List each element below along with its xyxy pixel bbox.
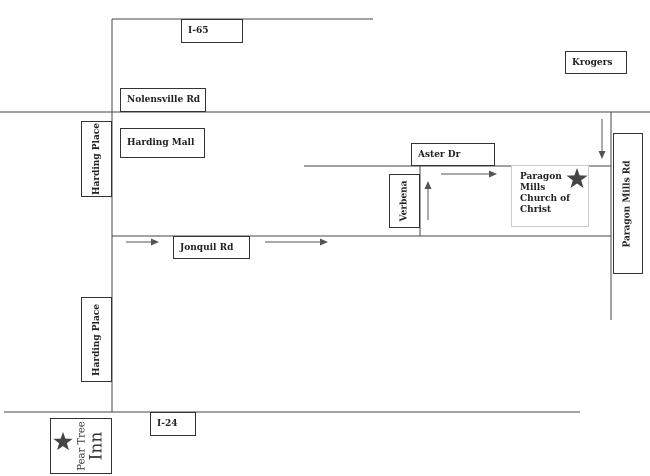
star-icon [566,168,588,188]
verbena-label: Verbena [389,174,420,228]
paragon-mills-rd-label: Paragon Mills Rd [613,133,643,274]
inn-name-line2: Inn [86,431,107,461]
harding-place-label-top: Harding Place [81,121,112,197]
jonquil-rd-label: Jonquil Rd [173,236,250,259]
pear-tree-inn: Pear Tree Inn [50,418,112,474]
i24-label: I-24 [150,412,196,436]
nolensville-rd-label: Nolensville Rd [120,88,206,112]
harding-place-label-bottom: Harding Place [81,297,112,382]
harding-mall-label: Harding Mall [120,128,205,158]
i65-label: I-65 [181,19,243,43]
krogers-label: Krogers [565,51,627,74]
aster-dr-label: Aster Dr [411,143,495,166]
star-icon [53,431,73,451]
destination-church: Paragon Mills Church of Christ [511,165,589,227]
